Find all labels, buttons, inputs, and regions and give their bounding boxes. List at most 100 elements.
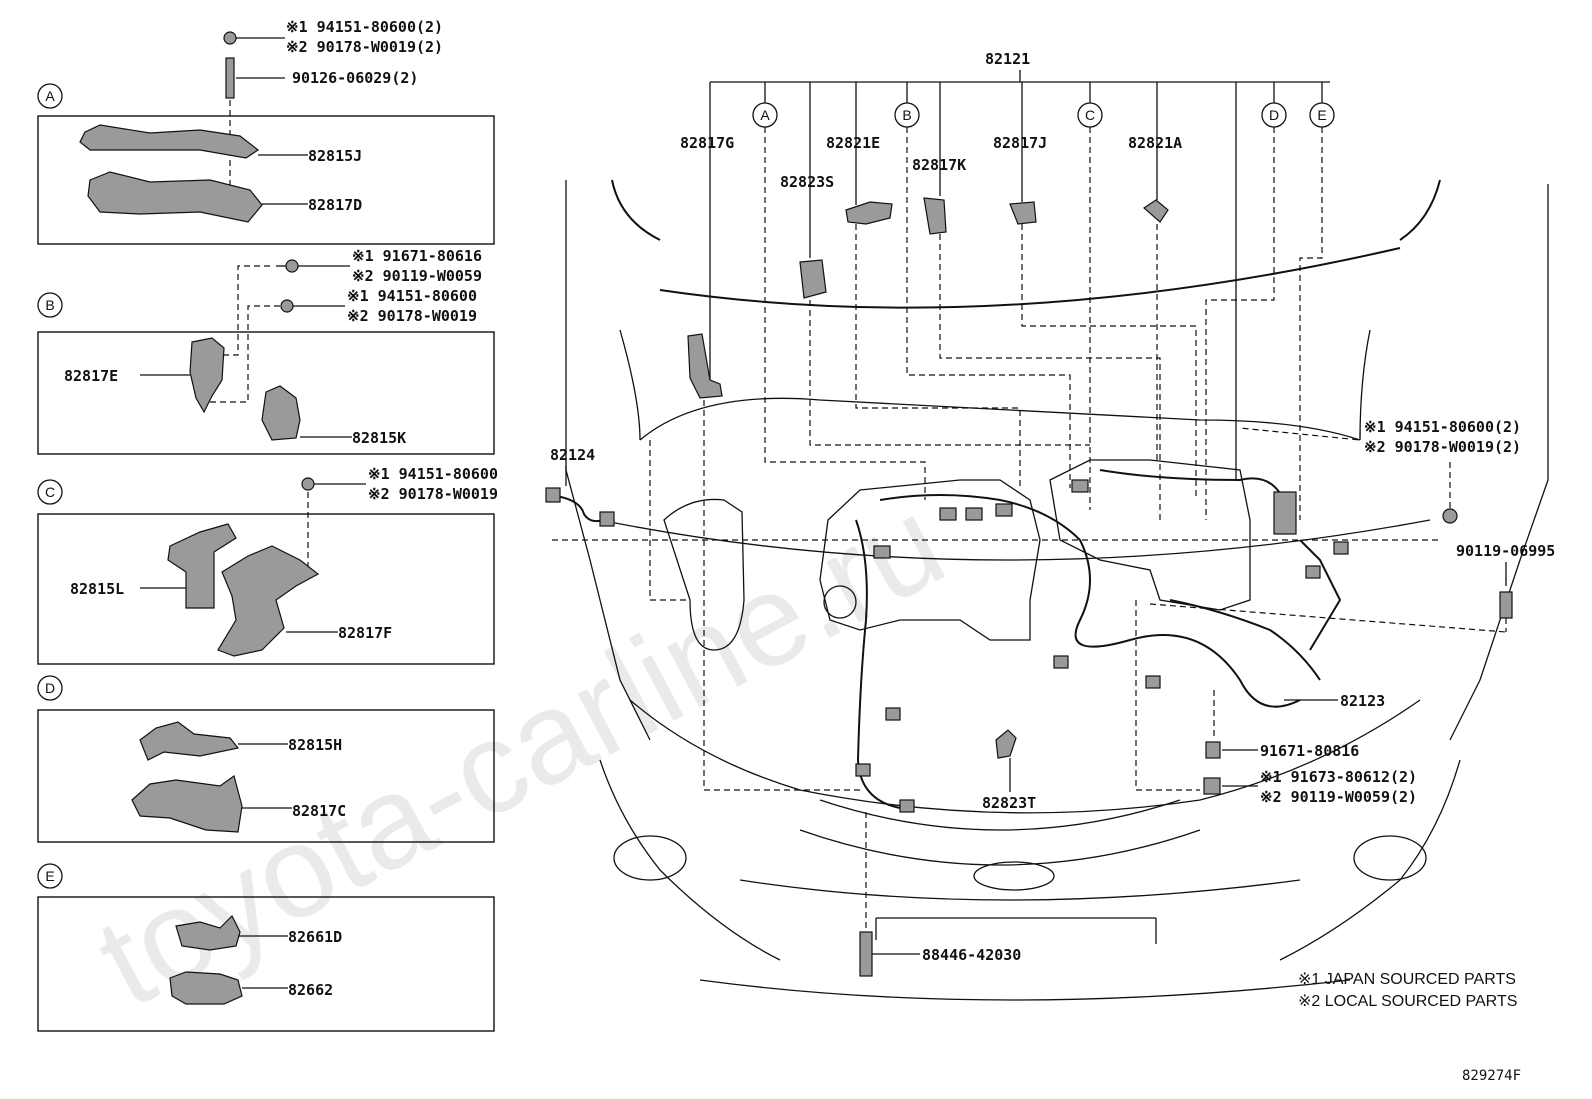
label-82817j[interactable]: 82817J (993, 134, 1047, 152)
diagram-code: 829274F (1462, 1068, 1521, 1084)
note-local: ※2 LOCAL SOURCED PARTS (1298, 993, 1517, 1010)
group-b-part2-label[interactable]: 82815K (352, 429, 406, 447)
bracket-82817d-icon[interactable] (87, 171, 263, 223)
bracket-82662-icon[interactable] (169, 971, 243, 1005)
connector-icon[interactable] (899, 799, 915, 813)
group-a-part2-label[interactable]: 82817D (308, 196, 362, 214)
group-b-bolt2-label: ※2 90119-W0059 (352, 267, 482, 285)
label-82821a[interactable]: 82821A (1128, 134, 1182, 152)
harness-main-icon (879, 494, 1301, 708)
connector-icon[interactable] (1333, 541, 1349, 555)
bracket-82817f-icon[interactable] (217, 545, 320, 657)
group-d-letter: D (45, 680, 55, 696)
nut-icon[interactable] (280, 299, 294, 313)
group-c-box: C 82815L 82817F (37, 479, 495, 665)
main-harness-label[interactable]: 82121 (985, 50, 1030, 68)
pulley-icon (823, 585, 857, 619)
harness-82124-icon[interactable] (555, 495, 605, 523)
bolt-b2-label: ※2 90119-W0059(2) (1260, 788, 1417, 806)
group-e-circle (37, 863, 63, 889)
group-a-part1-label[interactable]: 82815J (308, 147, 362, 165)
label-82817g[interactable]: 82817G (680, 134, 734, 152)
group-d-part1-label[interactable]: 82815H (288, 736, 342, 754)
group-d-circle (37, 675, 63, 701)
nut-icon[interactable] (1442, 508, 1458, 524)
bracket-82661d-icon[interactable] (175, 914, 241, 951)
bracket-82817j-icon[interactable] (1009, 201, 1037, 225)
group-a-letter: A (45, 88, 55, 104)
bracket-82815l-icon[interactable] (167, 523, 237, 609)
bracket-82817g-icon[interactable] (687, 333, 723, 399)
connector-icon[interactable] (939, 507, 957, 521)
group-b-part1-label[interactable]: 82817E (64, 367, 118, 385)
bracket-82817k-icon[interactable] (923, 197, 947, 235)
main-circle-markers: A B C D E (752, 102, 1335, 520)
right-nut2-label: ※2 90178-W0019(2) (1364, 438, 1521, 456)
bolt-icon[interactable] (1203, 777, 1221, 795)
connector-icon[interactable] (1305, 565, 1321, 579)
connector-icon[interactable] (965, 507, 983, 521)
bracket-82817e-icon[interactable] (189, 337, 225, 414)
note-japan: ※1 JAPAN SOURCED PARTS (1298, 971, 1516, 988)
group-e-part1-label[interactable]: 82661D (288, 928, 342, 946)
right-fasteners: ※1 94151-80600(2) ※2 90178-W0019(2) 9011… (1203, 418, 1555, 806)
bracket-82815j-icon[interactable] (79, 124, 260, 159)
group-a-nut2-label: ※2 90178-W0019(2) (286, 38, 443, 56)
reservoir-icon (663, 498, 745, 651)
label-82823t[interactable]: 82823T (982, 794, 1036, 812)
harness-fuse-icon (1299, 539, 1342, 651)
nut-icon[interactable] (223, 31, 237, 45)
harness-82121-leader: 82121 (709, 50, 1330, 480)
label-82123[interactable]: 82123 (1340, 692, 1385, 710)
bolt-icon[interactable] (285, 259, 299, 273)
connector-icon[interactable] (855, 763, 871, 777)
relay-block-icon[interactable] (1273, 491, 1297, 535)
connector-icon[interactable] (1053, 655, 1069, 669)
bracket-82817c-icon[interactable] (131, 775, 243, 833)
group-b-fasteners: ※1 91671-80616 ※2 90119-W0059 ※1 94151-8… (210, 247, 482, 403)
group-b-nut2-label: ※2 90178-W0019 (347, 307, 477, 325)
marker-b-letter: B (902, 107, 911, 123)
bolt-icon[interactable] (1499, 591, 1513, 619)
group-c-part2-label[interactable]: 82817F (338, 624, 392, 642)
bulb-82823t-icon[interactable] (995, 729, 1017, 759)
engine-block-icon (819, 479, 1041, 641)
group-a-stud-label: 90126-06029(2) (292, 69, 418, 87)
label-82821e[interactable]: 82821E (826, 134, 880, 152)
group-e-part2-label[interactable]: 82662 (288, 981, 333, 999)
clamp-82821e-icon[interactable] (845, 201, 893, 225)
nut-icon[interactable] (301, 477, 315, 491)
marker-a-letter: A (760, 107, 770, 123)
group-b-box: B 82817E 82815K (37, 292, 495, 455)
label-88446[interactable]: 88446-42030 (922, 946, 1021, 964)
group-e-letter: E (45, 868, 54, 884)
clamp-82821a-icon[interactable] (1143, 199, 1169, 223)
group-b-nut1-label: ※1 94151-80600 (347, 287, 477, 305)
group-c-part1-label[interactable]: 82815L (70, 580, 124, 598)
label-82823s[interactable]: 82823S (780, 173, 834, 191)
stud-icon[interactable] (225, 57, 235, 99)
connector-icon[interactable] (995, 503, 1013, 517)
group-c-nut2-label: ※2 90178-W0019 (368, 485, 498, 503)
vehicle-body (565, 179, 1549, 1001)
engine-bay (552, 400, 1507, 813)
label-82124[interactable]: 82124 (550, 446, 595, 464)
bolt-b1-label: ※1 91673-80612(2) (1260, 768, 1417, 786)
group-d-part2-label[interactable]: 82817C (292, 802, 346, 820)
group-a-box: A 82815J 82817D (37, 83, 495, 245)
connector-icon[interactable] (1145, 675, 1161, 689)
group-a-circle (37, 83, 63, 109)
stud-88446-icon[interactable] (859, 931, 873, 977)
bracket-82815k-icon[interactable] (261, 385, 301, 441)
label-82817k[interactable]: 82817K (912, 156, 966, 174)
connector-icon[interactable] (1071, 479, 1089, 493)
bracket-82815h-icon[interactable] (139, 721, 240, 761)
connector-82823s-icon[interactable] (799, 259, 827, 299)
bolt-icon[interactable] (1205, 741, 1221, 759)
bulb-82823t: 82823T (982, 729, 1036, 812)
group-c-fasteners: ※1 94151-80600 ※2 90178-W0019 (301, 465, 498, 578)
connector-icon[interactable] (873, 545, 891, 559)
group-c-letter: C (45, 484, 55, 500)
connector-icon[interactable] (885, 707, 901, 721)
